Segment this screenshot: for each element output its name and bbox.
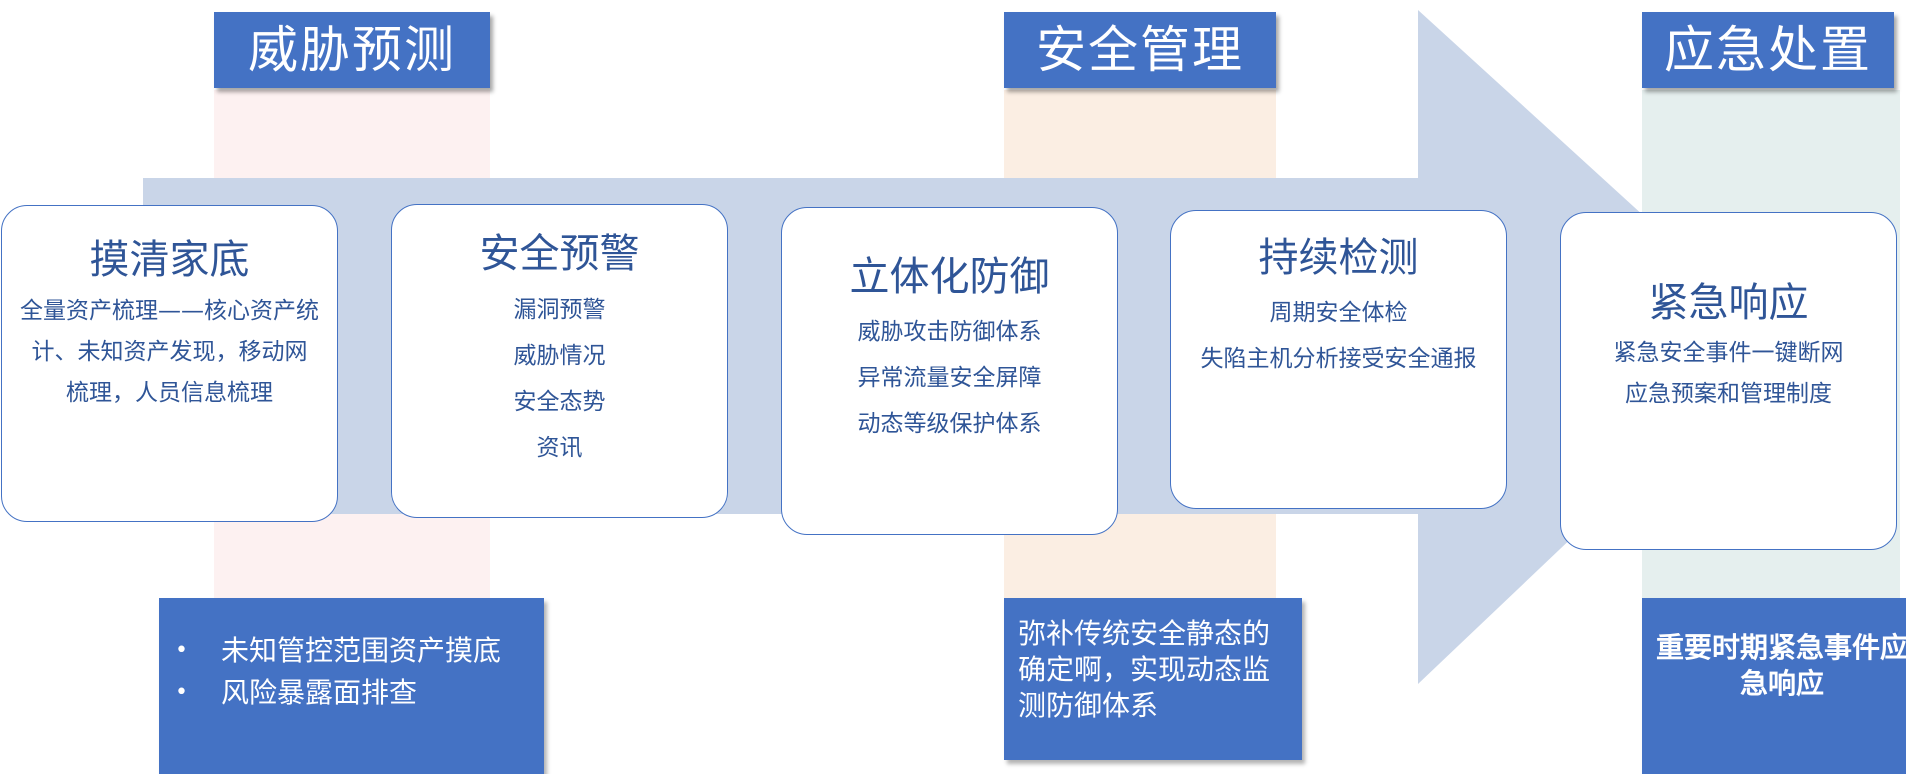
phase-header-threat: 威胁预测 (214, 12, 490, 88)
card-line: 威胁情况 (513, 343, 606, 369)
note-text: 重要时期紧急事件应急响应 (1656, 631, 1906, 700)
note-text: 弥补传统安全静态的确定啊，实现动态监测防御体系 (1018, 617, 1271, 722)
note-item: 未知管控范围资产摸底 (159, 630, 544, 672)
note-list: 未知管控范围资产摸底 风险暴露面排查 (159, 630, 544, 714)
card-emergency-response: 紧急响应 紧急安全事件一键断网 应急预案和管理制度 (1560, 212, 1897, 550)
card-security-alert: 安全预警 漏洞预警 威胁情况 安全态势 资讯 (391, 204, 728, 518)
card-continuous-monitoring: 持续检测 周期安全体检 失陷主机分析接受安全通报 (1170, 210, 1507, 509)
phase-header-security: 安全管理 (1004, 12, 1276, 88)
card-title: 立体化防御 (849, 254, 1050, 300)
note-item: 风险暴露面排查 (159, 672, 544, 714)
card-body: 漏洞预警 威胁情况 安全态势 资讯 (392, 287, 727, 471)
card-body: 威胁攻击防御体系 异常流量安全屏障 动态等级保护体系 (782, 309, 1117, 447)
card-line: 应急预案和管理制度 (1625, 381, 1832, 407)
card-line: 安全态势 (513, 389, 606, 415)
card-line: 失陷主机分析接受安全通报 (1200, 346, 1477, 372)
card-line: 紧急安全事件一键断网 (1613, 340, 1844, 366)
card-line: 全量资产梳理——核心资产统 (20, 298, 319, 324)
card-body: 周期安全体检 失陷主机分析接受安全通报 (1171, 290, 1506, 382)
card-title: 紧急响应 (1648, 280, 1809, 326)
note-security: 弥补传统安全静态的确定啊，实现动态监测防御体系 (1004, 598, 1302, 760)
card-body: 紧急安全事件一键断网 应急预案和管理制度 (1561, 333, 1896, 415)
card-line: 计、未知资产发现，移动网 (31, 339, 308, 365)
card-title: 持续检测 (1258, 235, 1419, 281)
card-line: 周期安全体检 (1269, 300, 1408, 326)
card-line: 漏洞预警 (513, 297, 606, 323)
card-layered-defense: 立体化防御 威胁攻击防御体系 异常流量安全屏障 动态等级保护体系 (781, 207, 1118, 535)
phase-header-emergency: 应急处置 (1642, 12, 1894, 88)
card-line: 梳理，人员信息梳理 (66, 380, 273, 406)
card-title: 摸清家底 (89, 237, 250, 283)
card-asset-inventory: 摸清家底 全量资产梳理——核心资产统 计、未知资产发现，移动网 梳理，人员信息梳… (1, 205, 338, 522)
card-line: 威胁攻击防御体系 (857, 319, 1042, 345)
card-body: 全量资产梳理——核心资产统 计、未知资产发现，移动网 梳理，人员信息梳理 (2, 291, 337, 414)
note-emergency: 重要时期紧急事件应急响应 (1642, 598, 1906, 774)
card-line: 动态等级保护体系 (857, 411, 1042, 437)
note-threat: 未知管控范围资产摸底 风险暴露面排查 (159, 598, 544, 774)
card-title: 安全预警 (479, 231, 640, 277)
card-line: 资讯 (536, 435, 583, 461)
card-line: 异常流量安全屏障 (857, 365, 1042, 391)
